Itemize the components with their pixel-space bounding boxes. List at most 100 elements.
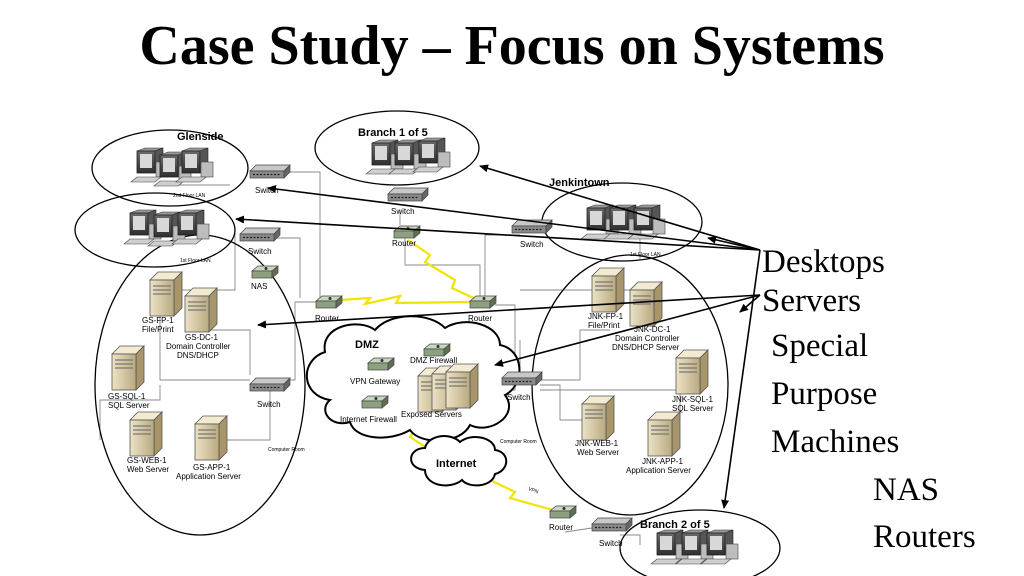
label-internet: Internet: [436, 458, 477, 470]
jnk-dc1-server-icon: [629, 281, 663, 327]
label-computer-room-glenside: Computer Room: [268, 447, 305, 453]
label-jnk-fp1-role: File/Print: [588, 321, 620, 330]
label-computer-room-jenkintown: Computer Room: [500, 439, 537, 445]
label-gs-dc1-name: GS-DC-1: [185, 333, 218, 342]
jnk-sql1-server-icon: [675, 349, 709, 395]
label-router-branch2: Router: [549, 523, 573, 532]
arrow-desktops-glenside-2nd: [267, 185, 761, 251]
branch1-ellipse: [314, 110, 480, 186]
label-jenkintown: Jenkintown: [549, 177, 610, 189]
label-router-glenside: Router: [315, 314, 339, 323]
label-jnk-web1-name: JNK-WEB-1: [575, 439, 619, 448]
label-glenside-2nd-lan: 2nd Floor LAN: [173, 193, 206, 199]
label-switch-glenside-2nd: Switch: [255, 186, 279, 195]
label-switch-jenkintown: Switch: [520, 240, 544, 249]
label-jnk-app1-name: JNK-APP-1: [642, 457, 683, 466]
legend-special: Special: [771, 328, 869, 364]
legend-servers: Servers: [762, 283, 861, 319]
legend-routers: Routers: [873, 519, 976, 555]
label-internet-firewall: Internet Firewall: [340, 415, 397, 424]
legend-arrows: [235, 164, 761, 509]
dmz-firewall-icon: [423, 343, 451, 357]
dmz-cloud: [305, 315, 521, 442]
label-vpn-gateway: VPN Gateway: [350, 377, 400, 386]
label-gs-fp1-role: File/Print: [142, 325, 174, 334]
arrow-servers-jenkintown: [739, 294, 761, 313]
arrow-servers-dmz: [494, 294, 761, 367]
label-dmz: DMZ: [355, 339, 379, 351]
internet-cloud: [410, 435, 508, 487]
exposed-server-3-icon: [445, 363, 479, 409]
label-jnk-dc1-role2: DNS/DHCP Server: [612, 343, 680, 352]
label-gs-app1-name: GS-APP-1: [193, 463, 231, 472]
label-exposed-servers: Exposed Servers: [401, 410, 462, 419]
label-branch2: Branch 2 of 5: [640, 519, 710, 531]
internet-firewall-icon: [361, 395, 389, 409]
branch2-switch-icon: [591, 517, 633, 532]
label-switch-jenkintown-servers: Switch: [507, 393, 531, 402]
label-gs-web1-name: GS-WEB-1: [127, 456, 167, 465]
branch2-desktops: [650, 529, 739, 565]
glenside-1st-floor-desktops: [123, 209, 210, 247]
label-router-branch1: Router: [392, 239, 416, 248]
label-gs-sql1-role: SQL Server: [108, 401, 150, 410]
vpn-gateway-icon: [367, 357, 395, 371]
diagram-labels: Glenside Branch 1 of 5 Jenkintown Branch…: [108, 127, 714, 548]
arrow-desktops-branch2: [721, 249, 761, 509]
legend-purpose: Purpose: [771, 376, 878, 412]
arrow-desktops-jenkintown: [707, 235, 761, 251]
label-jnk-web1-role: Web Server: [577, 448, 619, 457]
label-glenside-1st-lan: 1st Floor LAN: [180, 258, 211, 264]
label-jnk-sql1-name: JNK-SQL-1: [672, 395, 713, 404]
label-glenside: Glenside: [177, 131, 223, 143]
slide-title: Case Study – Focus on Systems: [139, 15, 885, 77]
nas-icon: [251, 265, 279, 279]
glenside-2nd-floor-ellipse: [91, 129, 249, 207]
label-dmz-firewall: DMZ Firewall: [410, 356, 457, 365]
glenside-2nd-floor-desktops: [130, 147, 214, 187]
label-jnk-fp1-name: JNK-FP-1: [588, 312, 624, 321]
arrow-desktops-glenside-1st: [235, 215, 761, 251]
label-gs-web1-role: Web Server: [127, 465, 169, 474]
label-jenkintown-lan: 1st Floor LAN: [630, 252, 661, 258]
gs-web1-server-icon: [129, 411, 163, 457]
label-switch-glenside-servers: Switch: [257, 400, 281, 409]
label-jnk-sql1-role: SQL Server: [672, 404, 714, 413]
label-gs-dc1-role2: DNS/DHCP: [177, 351, 219, 360]
glenside-router-icon: [315, 295, 343, 309]
glenside-server-switch-icon: [249, 377, 291, 392]
legend-machines: Machines: [771, 424, 900, 460]
gs-app1-server-icon: [194, 415, 228, 461]
label-switch-branch1: Switch: [391, 207, 415, 216]
label-vpn: VPN: [527, 486, 539, 495]
label-nas: NAS: [251, 282, 267, 291]
glenside-1st-floor-ellipse: [74, 192, 236, 268]
jenkintown-server-switch-icon: [501, 371, 543, 386]
label-branch1: Branch 1 of 5: [358, 127, 428, 139]
branch1-switch-icon: [387, 187, 429, 202]
network-cabling: [99, 171, 681, 545]
jenkintown-desktops: [580, 204, 666, 240]
legend-nas: NAS: [873, 472, 940, 508]
glenside-1st-switch-icon: [239, 227, 281, 242]
jenkintown-router-icon: [469, 295, 497, 309]
wan-link-branch2: [489, 479, 561, 514]
label-jnk-dc1-name: JNK-DC-1: [634, 325, 671, 334]
gs-sql1-server-icon: [111, 345, 145, 391]
legend-desktops: Desktops: [762, 244, 885, 280]
wan-link-glenside-router: [339, 294, 471, 306]
label-gs-dc1-role1: Domain Controller: [166, 342, 231, 351]
label-gs-sql1-name: GS-SQL-1: [108, 392, 146, 401]
glenside-2nd-switch-icon: [249, 164, 291, 179]
arrow-servers-glenside: [257, 294, 761, 329]
wan-link-branch1: [407, 239, 479, 301]
gs-dc1-server-icon: [184, 287, 218, 333]
jnk-web1-server-icon: [581, 395, 615, 441]
gs-fp1-server-icon: [149, 271, 183, 317]
label-switch-glenside-1st: Switch: [248, 247, 272, 256]
label-gs-app1-role: Application Server: [176, 472, 241, 481]
label-jnk-dc1-role1: Domain Controller: [615, 334, 680, 343]
branch1-desktops: [365, 137, 451, 175]
label-switch-branch2: Switch: [599, 539, 623, 548]
